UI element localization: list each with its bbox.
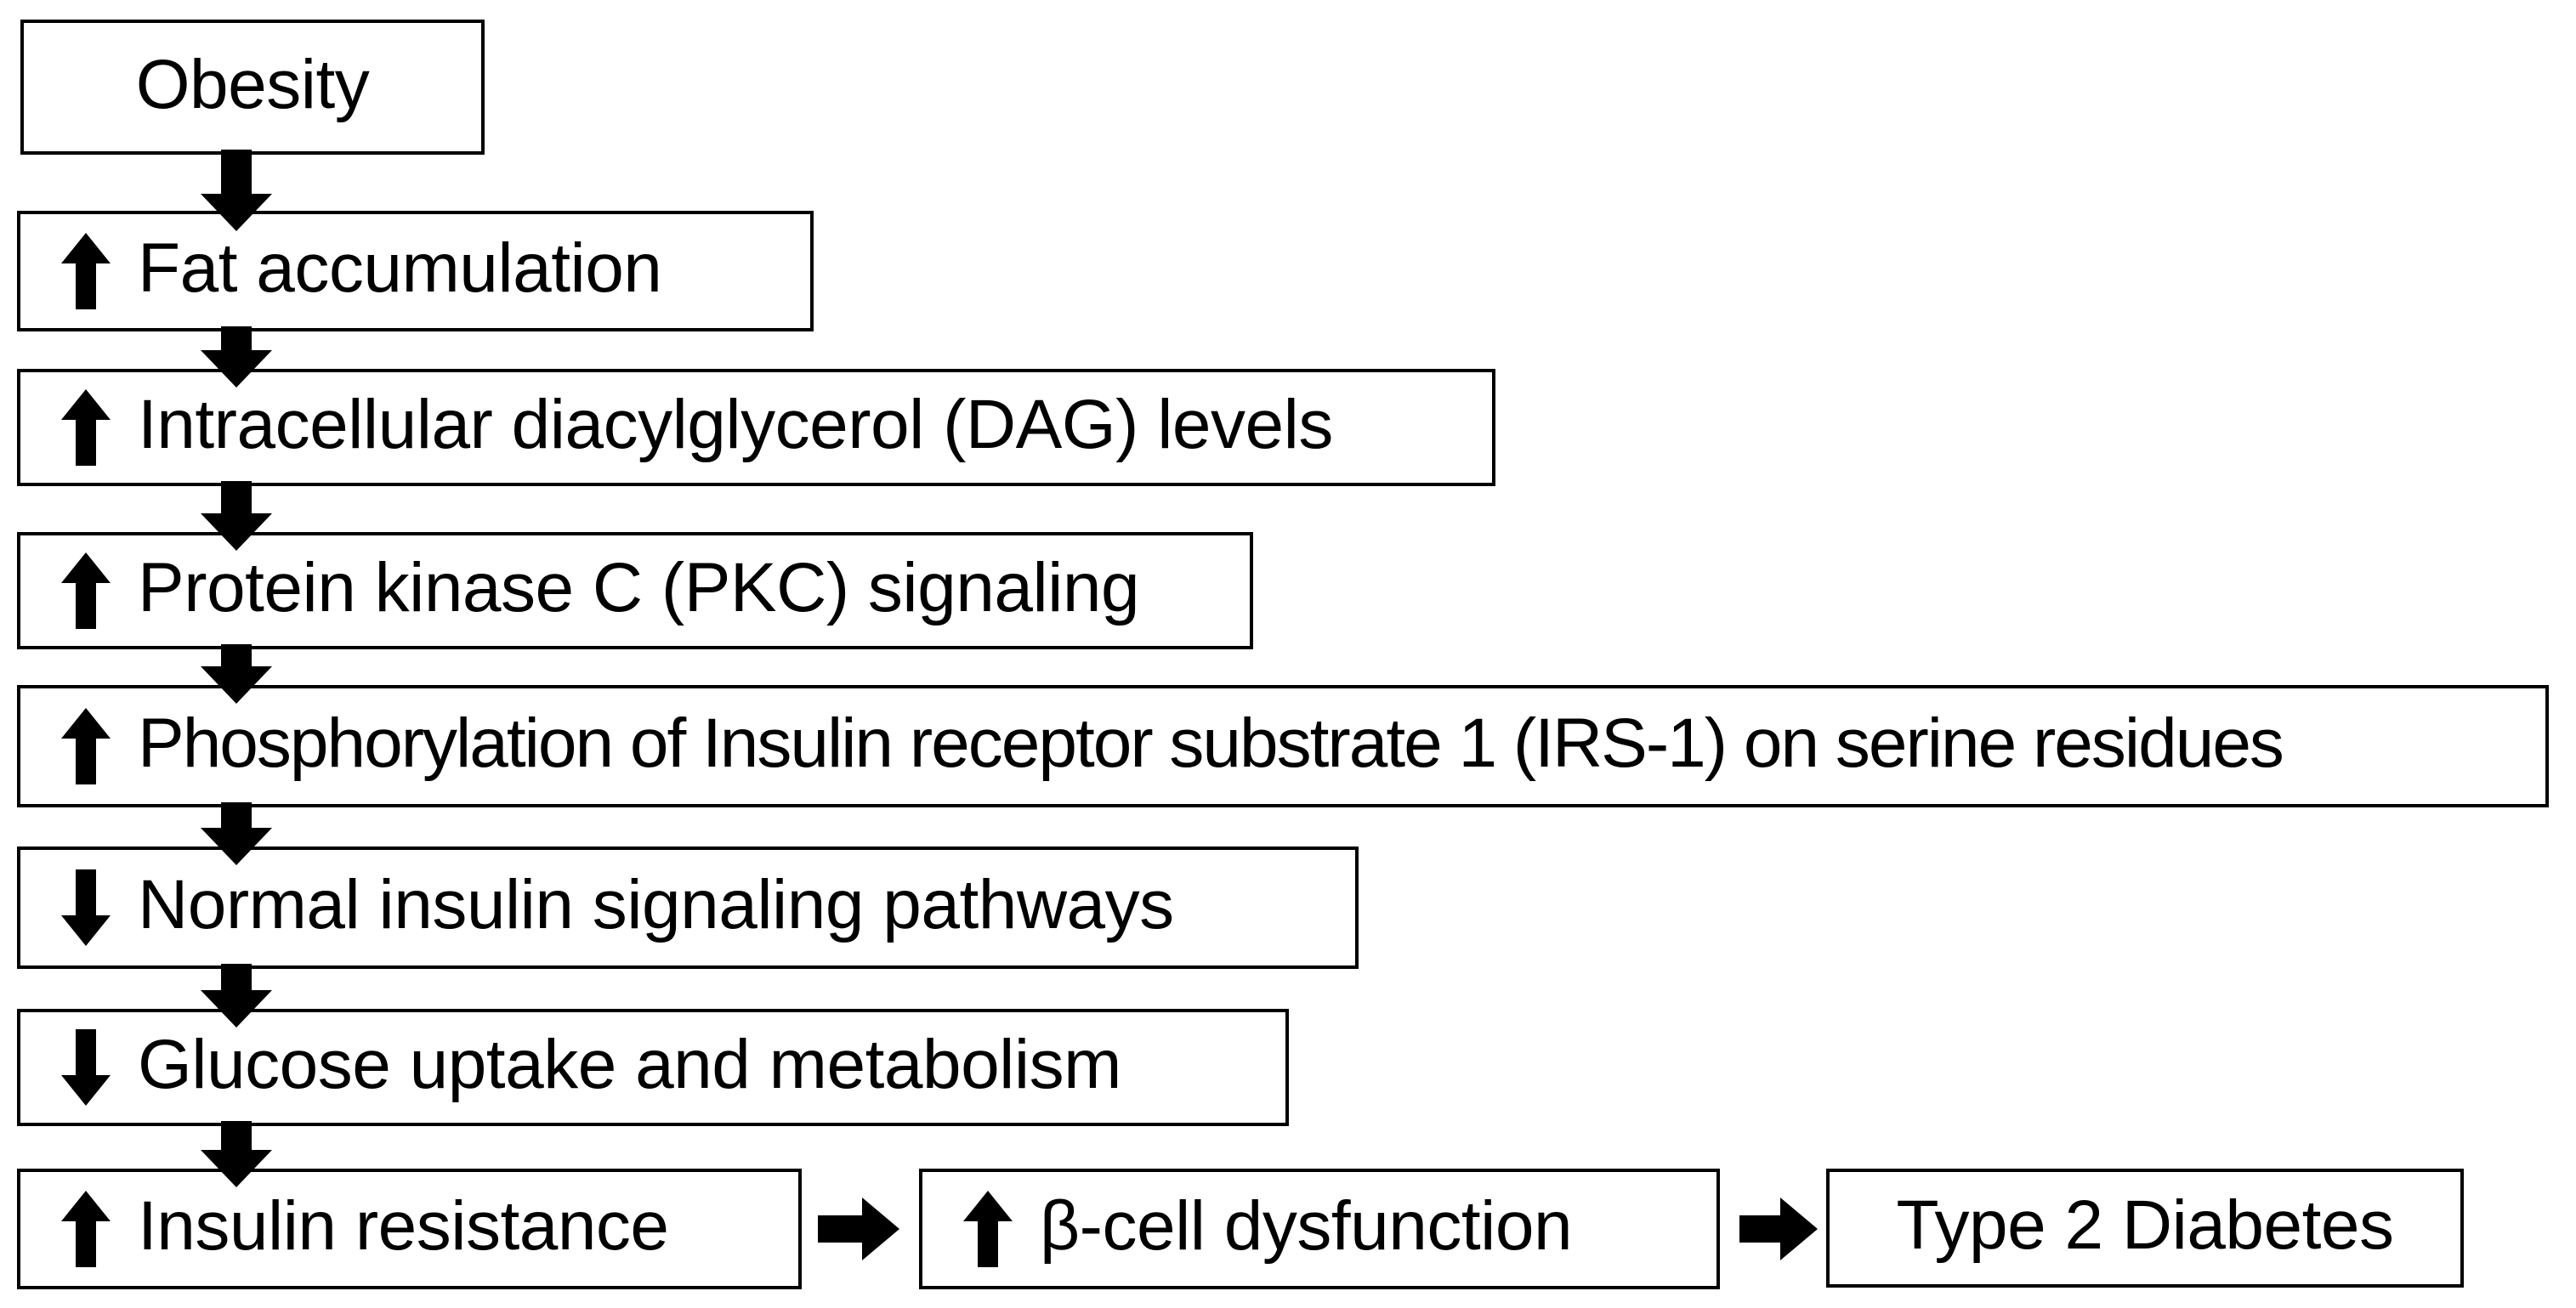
node-label: Normal insulin signaling pathways (138, 866, 1174, 943)
down-arrow-icon (61, 1029, 111, 1106)
up-arrow-icon (61, 1191, 111, 1267)
connector-normal-insulin-signaling-to-glucose-uptake (201, 964, 272, 1028)
node-label: Intracellular diacylglycerol (DAG) level… (138, 386, 1333, 463)
node-type-2-diabetes: Type 2 Diabetes (1826, 1169, 2464, 1288)
connector-dag-levels-to-pkc-signaling (201, 481, 272, 551)
connector-fat-accumulation-to-dag-levels (201, 326, 272, 388)
node-irs1-serine-phosphorylation: Phosphorylation of Insulin receptor subs… (17, 685, 2549, 807)
node-fat-accumulation: Fat accumulation (17, 211, 814, 331)
node-label: Protein kinase C (PKC) signaling (138, 549, 1140, 626)
up-arrow-icon (963, 1191, 1013, 1267)
connector-irs1-phosphorylation-to-normal-insulin-signaling (201, 802, 272, 865)
node-label: Glucose uptake and metabolism (138, 1026, 1121, 1103)
node-normal-insulin-signaling: Normal insulin signaling pathways (17, 847, 1359, 969)
node-insulin-resistance: Insulin resistance (17, 1169, 802, 1289)
node-pkc-signaling: Protein kinase C (PKC) signaling (17, 532, 1253, 649)
node-obesity: Obesity (20, 20, 485, 155)
node-label: Phosphorylation of Insulin receptor subs… (138, 705, 2284, 782)
up-arrow-icon (61, 552, 111, 629)
node-label: Insulin resistance (138, 1187, 669, 1265)
down-arrow-icon (61, 869, 111, 946)
node-label: β-cell dysfunction (1040, 1187, 1573, 1265)
connector-glucose-uptake-to-insulin-resistance (201, 1121, 272, 1187)
node-dag-levels: Intracellular diacylglycerol (DAG) level… (17, 369, 1495, 486)
node-beta-cell-dysfunction: β-cell dysfunction (919, 1169, 1720, 1289)
up-arrow-icon (61, 389, 111, 466)
node-label: Obesity (135, 45, 370, 123)
connector-pkc-signaling-to-irs1-phosphorylation (201, 644, 272, 704)
node-label: Fat accumulation (138, 229, 662, 307)
up-arrow-icon (61, 708, 111, 784)
node-label: Type 2 Diabetes (1896, 1186, 2394, 1264)
node-glucose-uptake-metabolism: Glucose uptake and metabolism (17, 1009, 1289, 1126)
connector-beta-cell-dysfunction-to-type-2-diabetes (1739, 1198, 1818, 1260)
connector-insulin-resistance-to-beta-cell-dysfunction (818, 1198, 899, 1260)
connector-obesity-to-fat-accumulation (201, 150, 272, 231)
up-arrow-icon (61, 233, 111, 309)
